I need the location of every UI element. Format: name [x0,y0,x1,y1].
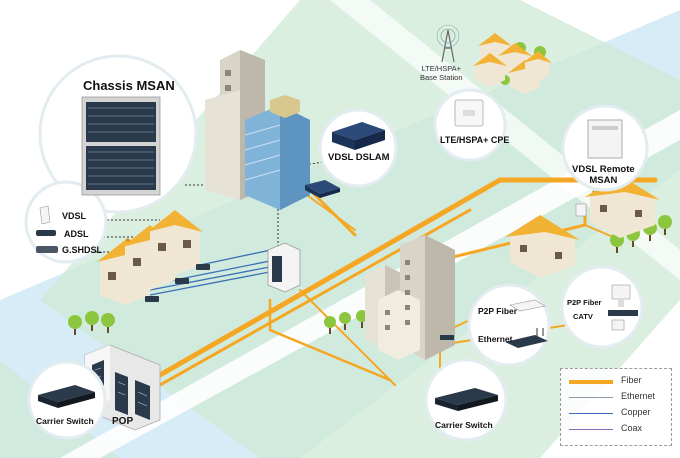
legend-label-fiber: Fiber [621,375,642,385]
label-p2p-fiber-1: P2P Fiber [478,306,518,316]
lte-area [436,24,552,94]
label-lte-base-station: LTE/HSPA+ Base Station [420,64,463,82]
label-catv: CATV [573,312,593,321]
label-lte-cpe: LTE/HSPA+ CPE [440,135,510,145]
label-carrier-switch-left: Carrier Switch [36,416,94,426]
label-carrier-switch-right: Carrier Switch [435,420,493,430]
label-ethernet-device: Ethernet [478,334,513,344]
legend-swatch-coax [569,429,613,430]
copper-links [149,247,281,296]
legend-item-copper: Copper [569,407,669,420]
label-gshdsl: G.SHDSL [62,245,103,255]
chassis-msan-device [81,96,161,196]
trees [68,42,672,335]
houses-right [505,175,660,278]
legend-swatch-copper [569,413,613,414]
label-vdsl: VDSL [62,211,87,221]
legend-item-coax: Coax [569,423,669,436]
carrier-switch-devices [38,385,498,411]
legend-item-ethernet: Ethernet [569,391,669,404]
vdsl-remote-msan-device [587,119,623,159]
vdsl-dslam-device [332,122,385,150]
legend-swatch-ethernet [569,397,613,398]
p2p-catv-devices [608,284,638,331]
label-vdsl-dslam: VDSL DSLAM [328,152,390,163]
street-cabinet [267,242,301,293]
label-adsl: ADSL [64,229,89,239]
label-vdsl-remote-msan: VDSL Remote MSAN [572,164,635,186]
legend-label-ethernet: Ethernet [621,391,656,401]
houses-left [97,210,210,305]
label-pop: POP [112,416,134,427]
label-chassis-msan: Chassis MSAN [83,78,175,93]
dslam-box [305,180,340,198]
dsl-modems [36,205,58,253]
office-towers [205,50,310,210]
legend-swatch-fiber [569,380,613,384]
label-p2p-fiber-2: P2P Fiber [567,298,602,307]
office-cluster [365,235,455,360]
legend-item-fiber: Fiber [569,375,669,388]
lte-cpe-device [454,99,484,127]
legend-label-coax: Coax [621,423,643,433]
p2p-fiber-devices [505,299,548,348]
legend: Fiber Ethernet Copper Coax [560,368,672,446]
legend-label-copper: Copper [621,407,651,417]
